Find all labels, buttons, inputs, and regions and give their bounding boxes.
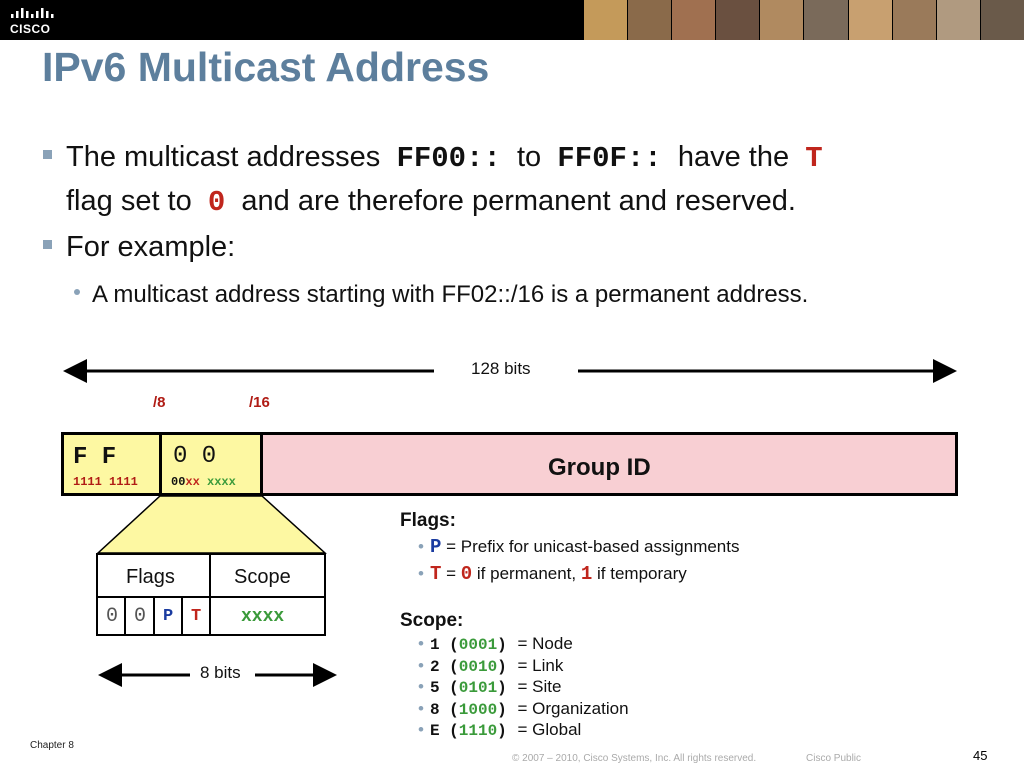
- header-bar: CISCO: [0, 0, 1024, 40]
- mark-16: /16: [249, 394, 270, 411]
- header-photo: [847, 0, 892, 40]
- eight-bits-label: 8 bits: [200, 663, 241, 682]
- flag-bit-t: T: [181, 596, 211, 636]
- header-photo: [715, 0, 760, 40]
- header-photo: [803, 0, 848, 40]
- chapter-label: Chapter 8: [30, 740, 74, 751]
- cisco-bars-icon: [11, 8, 54, 18]
- header-photo: [627, 0, 672, 40]
- logo-text: CISCO: [10, 22, 51, 36]
- bullet-square-icon: [43, 150, 52, 159]
- group-id-field: Group ID: [260, 432, 958, 496]
- addr-ff00: FF00::: [396, 142, 501, 175]
- flags-legend-title: Flags:: [400, 510, 456, 531]
- header-photo: [671, 0, 716, 40]
- flag-bit-1: 0: [96, 596, 126, 636]
- bullet-2: For example:: [66, 231, 236, 263]
- sub-bullet: A multicast address starting with FF02::…: [92, 281, 809, 308]
- ff-field: F F 1111 1111: [61, 432, 162, 496]
- flag-t-legend: •T = 0 if permanent, 1 if temporary: [418, 563, 687, 585]
- ff-label: F F: [73, 444, 117, 471]
- bullet-1-text-a: The multicast addresses: [66, 141, 381, 173]
- header-photo: [583, 0, 628, 40]
- scope-item: •1 (0001) = Node: [418, 634, 573, 654]
- scope-bits-cell: xxxx: [209, 596, 326, 636]
- flag-bit-p: P: [153, 596, 183, 636]
- header-photo: [935, 0, 980, 40]
- group-id-label: Group ID: [548, 454, 651, 481]
- flag-bit-2: 0: [124, 596, 155, 636]
- addr-ff0f: FF0F::: [557, 142, 662, 175]
- zoom-trapezoid: [96, 495, 327, 554]
- flags-scope-field: 0 0 00xx xxxx: [159, 432, 263, 496]
- flags-header: Flags: [126, 566, 175, 588]
- bullet-1-text-d: flag set to: [66, 185, 192, 217]
- header-photo: [759, 0, 804, 40]
- scope-item: •8 (1000) = Organization: [418, 698, 629, 719]
- t-flag: T: [805, 142, 823, 175]
- zz-label: 0 0: [173, 443, 217, 470]
- scope-item: •E (1110) = Global: [418, 720, 582, 740]
- mark-8: /8: [153, 394, 166, 411]
- bullet-square-icon: [43, 240, 52, 249]
- sub-bullet-dot-icon: [74, 289, 80, 295]
- page-number: 45: [973, 748, 988, 763]
- cisco-logo: CISCO: [10, 6, 60, 36]
- bullet-1-text-c: have the: [677, 141, 790, 173]
- bullet-1-text-e: and are therefore permanent and reserved…: [241, 185, 796, 217]
- header-photo: [891, 0, 936, 40]
- zero-value: 0: [207, 186, 226, 219]
- classification: Cisco Public: [806, 753, 862, 764]
- zz-bits: 00xx xxxx: [171, 475, 236, 489]
- scope-item: •5 (0101) = Site: [418, 677, 562, 697]
- scope-legend-title: Scope:: [400, 610, 464, 631]
- bullet-1: The multicast addresses FF00:: to FF0F::…: [66, 136, 1006, 224]
- flag-p-legend: •P = Prefix for unicast-based assignment…: [418, 536, 740, 558]
- bullet-1-text-b: to: [516, 141, 542, 173]
- scope-item: •2 (0010) = Link: [418, 655, 564, 676]
- flags-header-cell: Flags: [96, 553, 211, 598]
- header-photo: [979, 0, 1024, 40]
- scope-header-cell: Scope: [209, 553, 326, 598]
- photo-strip: [583, 0, 1024, 40]
- scope-header: Scope: [234, 566, 291, 588]
- ff-bits: 1111 1111: [73, 475, 138, 489]
- total-bits-label: 128 bits: [471, 359, 531, 378]
- page-title: IPv6 Multicast Address: [42, 44, 490, 90]
- copyright: © 2007 – 2010, Cisco Systems, Inc. All r…: [512, 753, 757, 764]
